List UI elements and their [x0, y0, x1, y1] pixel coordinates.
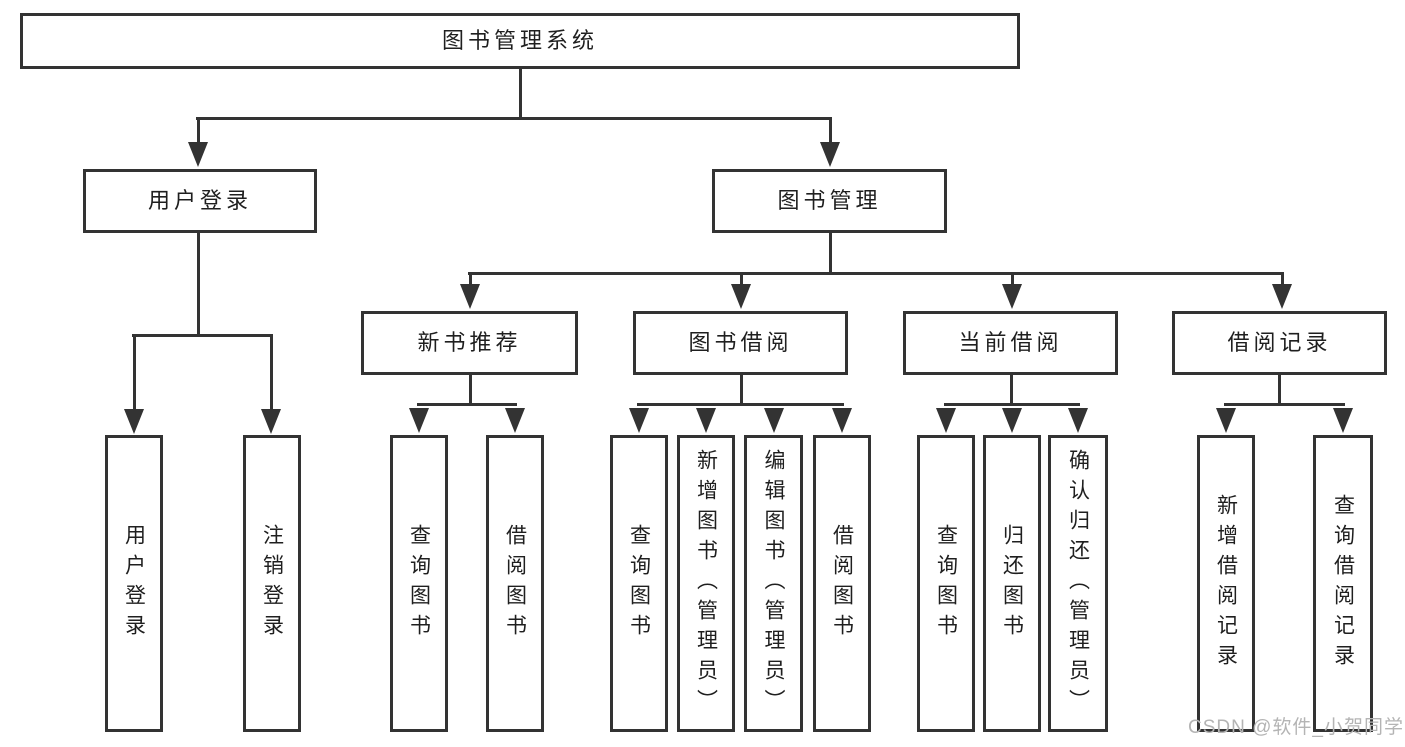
node-leaf-cb-return-label: 归还图书	[1000, 523, 1024, 644]
connector-currentborrow-bar	[944, 403, 1080, 406]
arrowhead-ul1	[124, 409, 144, 434]
node-leaf-cb-query-label: 查询图书	[934, 523, 958, 644]
connector-currentborrow-drop	[1011, 275, 1014, 284]
arrowhead-nb2	[505, 408, 525, 433]
connector-currentborrow-stem	[1010, 375, 1013, 403]
node-current-borrow-label: 当前借阅	[958, 330, 1063, 355]
node-new-book-label: 新书推荐	[417, 330, 522, 355]
connector-bookborrow-bar	[637, 403, 844, 406]
node-new-book: 新书推荐	[361, 311, 578, 375]
arrowhead-currentborrow	[1002, 284, 1022, 309]
node-leaf-nb-borrow-label: 借阅图书	[503, 523, 527, 644]
node-book-borrow-label: 图书借阅	[688, 330, 793, 355]
node-leaf-cb-query: 查询图书	[917, 435, 975, 732]
arrowhead-bb3	[764, 408, 784, 433]
connector-bookmgmt-stem	[829, 233, 832, 272]
connector-level2-bar	[468, 272, 1284, 275]
connector-newbook-drop	[469, 275, 472, 284]
node-leaf-nb-query-label: 查询图书	[407, 523, 431, 644]
connector-newbook-bar	[417, 403, 517, 406]
node-leaf-br-query-label: 查询借阅记录	[1331, 493, 1355, 674]
node-leaf-cb-confirm-label: 确认归还（管理员）	[1066, 448, 1090, 719]
arrowhead-cb3	[1068, 408, 1088, 433]
connector-root-stem	[519, 69, 522, 119]
connector-newbook-stem	[469, 375, 472, 403]
connector-bookborrow-stem	[740, 375, 743, 403]
node-leaf-bb-add: 新增图书（管理员）	[677, 435, 735, 732]
arrowhead-bb1	[629, 408, 649, 433]
connector-bookborrow-drop	[740, 275, 743, 284]
connector-ul2-drop	[270, 337, 273, 409]
node-leaf-br-add-label: 新增借阅记录	[1214, 493, 1238, 674]
arrowhead-cb2	[1002, 408, 1022, 433]
node-leaf-nb-query: 查询图书	[390, 435, 448, 732]
connector-userlogin-drop	[197, 120, 200, 142]
node-root: 图书管理系统	[20, 13, 1020, 69]
node-leaf-bb-borrow-label: 借阅图书	[830, 523, 854, 644]
arrowhead-br2	[1333, 408, 1353, 433]
arrowhead-userlogin	[188, 142, 208, 167]
connector-userlogin-bar	[132, 334, 273, 337]
arrowhead-ul2	[261, 409, 281, 434]
node-user-login-label: 用户登录	[147, 188, 252, 213]
node-leaf-cb-return: 归还图书	[983, 435, 1041, 732]
node-user-login: 用户登录	[83, 169, 317, 233]
arrowhead-cb1	[936, 408, 956, 433]
arrowhead-nb1	[409, 408, 429, 433]
node-book-mgmt-label: 图书管理	[777, 188, 882, 213]
connector-borrowrecord-bar	[1224, 403, 1345, 406]
arrowhead-bookborrow	[731, 284, 751, 309]
node-leaf-logout: 注销登录	[243, 435, 301, 732]
node-leaf-bb-query: 查询图书	[610, 435, 668, 732]
connector-ul1-drop	[133, 337, 136, 409]
node-leaf-br-query: 查询借阅记录	[1313, 435, 1373, 732]
node-leaf-logout-label: 注销登录	[260, 523, 284, 644]
connector-level1-bar	[196, 117, 832, 120]
node-leaf-cb-confirm: 确认归还（管理员）	[1048, 435, 1108, 732]
watermark: CSDN @软件_小贺同学	[1188, 717, 1404, 738]
arrowhead-br1	[1216, 408, 1236, 433]
node-leaf-user-login: 用户登录	[105, 435, 163, 732]
connector-bookmgmt-drop	[829, 120, 832, 142]
node-leaf-bb-add-label: 新增图书（管理员）	[694, 448, 718, 719]
node-leaf-nb-borrow: 借阅图书	[486, 435, 544, 732]
arrowhead-newbook	[460, 284, 480, 309]
arrowhead-borrowrecord	[1272, 284, 1292, 309]
arrowhead-bb4	[832, 408, 852, 433]
connector-borrowrecord-stem	[1278, 375, 1281, 403]
node-leaf-bb-borrow: 借阅图书	[813, 435, 871, 732]
node-book-mgmt: 图书管理	[712, 169, 947, 233]
node-leaf-br-add: 新增借阅记录	[1197, 435, 1255, 732]
arrowhead-bookmgmt	[820, 142, 840, 167]
node-current-borrow: 当前借阅	[903, 311, 1118, 375]
node-root-label: 图书管理系统	[441, 28, 598, 53]
node-leaf-bb-query-label: 查询图书	[627, 523, 651, 644]
node-borrow-record: 借阅记录	[1172, 311, 1387, 375]
connector-userlogin-stem	[197, 233, 200, 334]
node-leaf-bb-edit-label: 编辑图书（管理员）	[762, 448, 785, 719]
connector-borrowrecord-drop	[1281, 275, 1284, 284]
arrowhead-bb2	[696, 408, 716, 433]
node-book-borrow: 图书借阅	[633, 311, 848, 375]
node-leaf-bb-edit: 编辑图书（管理员）	[744, 435, 803, 732]
node-borrow-record-label: 借阅记录	[1227, 330, 1332, 355]
node-leaf-user-login-label: 用户登录	[122, 523, 146, 644]
